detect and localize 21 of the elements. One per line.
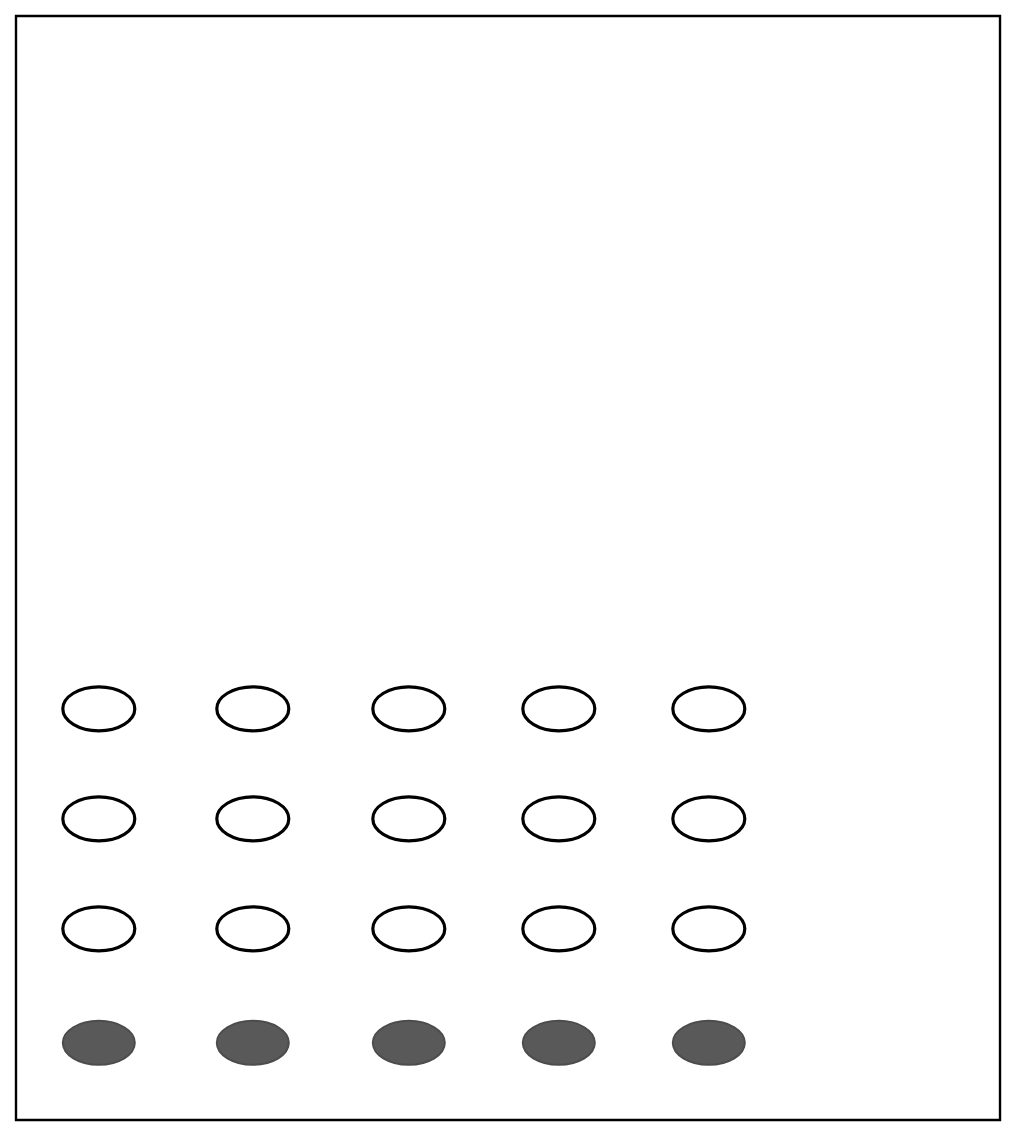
open-oval <box>521 905 597 953</box>
open-oval <box>61 685 137 733</box>
open-oval <box>371 905 447 953</box>
open-oval <box>215 685 291 733</box>
frame <box>14 14 1002 1122</box>
open-oval <box>521 685 597 733</box>
open-oval <box>371 685 447 733</box>
filled-oval <box>61 1019 136 1066</box>
open-oval <box>215 905 291 953</box>
open-oval <box>671 685 747 733</box>
open-oval <box>671 795 747 843</box>
filled-oval <box>671 1019 746 1066</box>
filled-oval <box>371 1019 446 1066</box>
open-oval <box>215 795 291 843</box>
filled-oval <box>521 1019 596 1066</box>
filled-oval <box>215 1019 290 1066</box>
open-oval <box>61 795 137 843</box>
open-oval <box>61 905 137 953</box>
open-oval <box>371 795 447 843</box>
open-oval <box>521 795 597 843</box>
open-oval <box>671 905 747 953</box>
